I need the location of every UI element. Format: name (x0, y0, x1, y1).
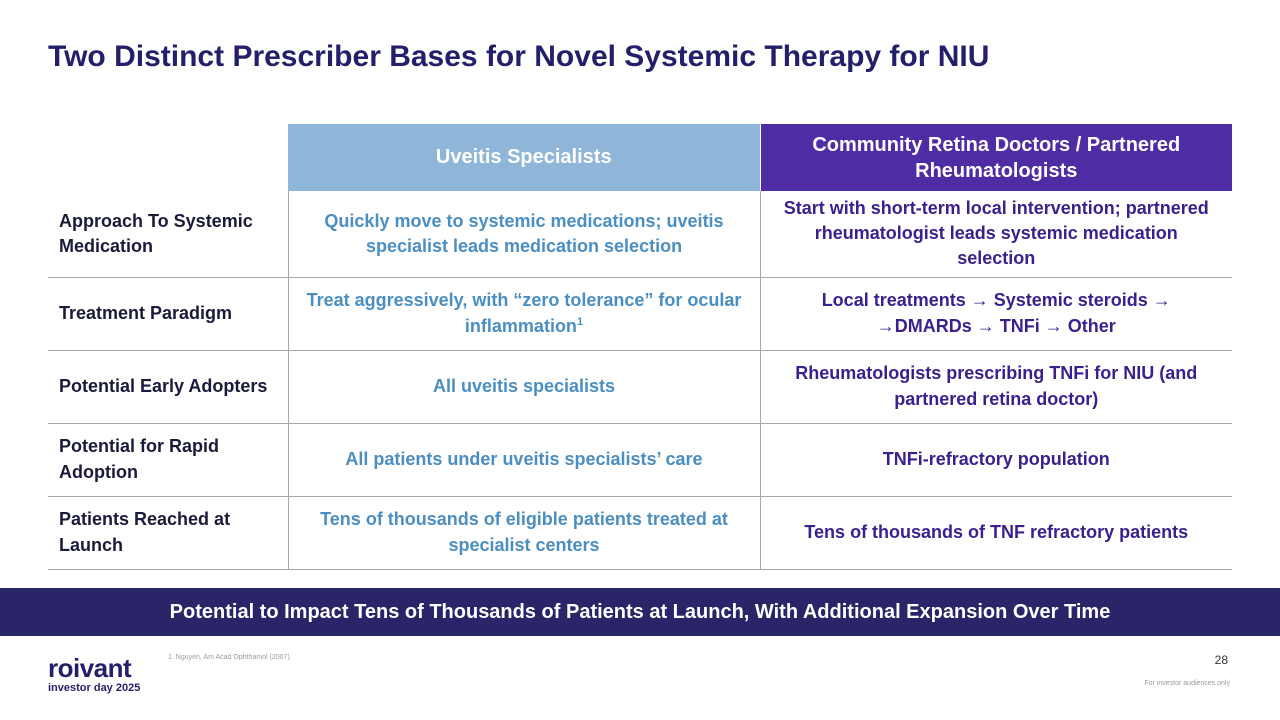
comparison-table: Uveitis Specialists Community Retina Doc… (48, 124, 1232, 570)
community-cell: Start with short-term local intervention… (783, 197, 1209, 269)
community-cell: Rheumatologists prescribing TNFi for NIU… (795, 363, 1198, 409)
column-header-community-retina: Community Retina Doctors / Partnered Rhe… (760, 124, 1232, 191)
row-label: Patients Reached at Launch (59, 509, 231, 555)
community-cell: Tens of thousands of TNF refractory pati… (804, 521, 1189, 542)
row-label: Treatment Paradigm (59, 302, 233, 323)
uveitis-cell: All patients under uveitis specialists’ … (287, 423, 761, 496)
uveitis-cell: Tens of thousands of eligible patients t… (287, 496, 761, 569)
table-row: Approach To Systemic Medication Quickly … (48, 191, 1232, 277)
uveitis-cell-text: Treat aggressively, with “zero tolerance… (306, 290, 742, 336)
row-label: Potential for Rapid Adoption (59, 436, 220, 482)
summary-banner: Potential to Impact Tens of Thousands of… (0, 588, 1280, 636)
summary-banner-text: Potential to Impact Tens of Thousands of… (169, 600, 1111, 623)
footnote-marker: 1 (576, 315, 584, 328)
row-label: Potential Early Adopters (59, 375, 268, 396)
community-cell: Local treatments → Systemic steroids → →… (821, 290, 1171, 336)
table-row: Patients Reached at Launch Tens of thous… (48, 496, 1232, 569)
page-number: 28 (1214, 653, 1228, 667)
logo-subtitle: investor day 2025 (48, 682, 141, 694)
column-header-uveitis-specialists: Uveitis Specialists (288, 124, 761, 191)
table-header-row: Uveitis Specialists Community Retina Doc… (48, 124, 1232, 191)
footnote: 1. Nguyen, Am Acad Ophthamol (2007) (168, 654, 290, 661)
table-row: Treatment Paradigm Treat aggressively, w… (48, 277, 1232, 350)
disclaimer: For investor audiences only (1144, 680, 1230, 687)
uveitis-cell: Treat aggressively, with “zero tolerance… (287, 277, 761, 350)
uveitis-cell: All uveitis specialists (287, 350, 761, 423)
community-cell: TNFi-refractory population (882, 448, 1110, 469)
table-corner (48, 124, 288, 191)
table-row: Potential Early Adopters All uveitis spe… (48, 350, 1232, 423)
slide-title: Two Distinct Prescriber Bases for Novel … (48, 40, 990, 73)
company-logo: roivant investor day 2025 (48, 654, 140, 694)
row-label: Approach To Systemic Medication (59, 210, 253, 256)
logo-wordmark: roivant (48, 653, 132, 683)
uveitis-cell: Quickly move to systemic medications; uv… (287, 191, 761, 277)
table-row: Potential for Rapid Adoption All patient… (48, 423, 1232, 496)
